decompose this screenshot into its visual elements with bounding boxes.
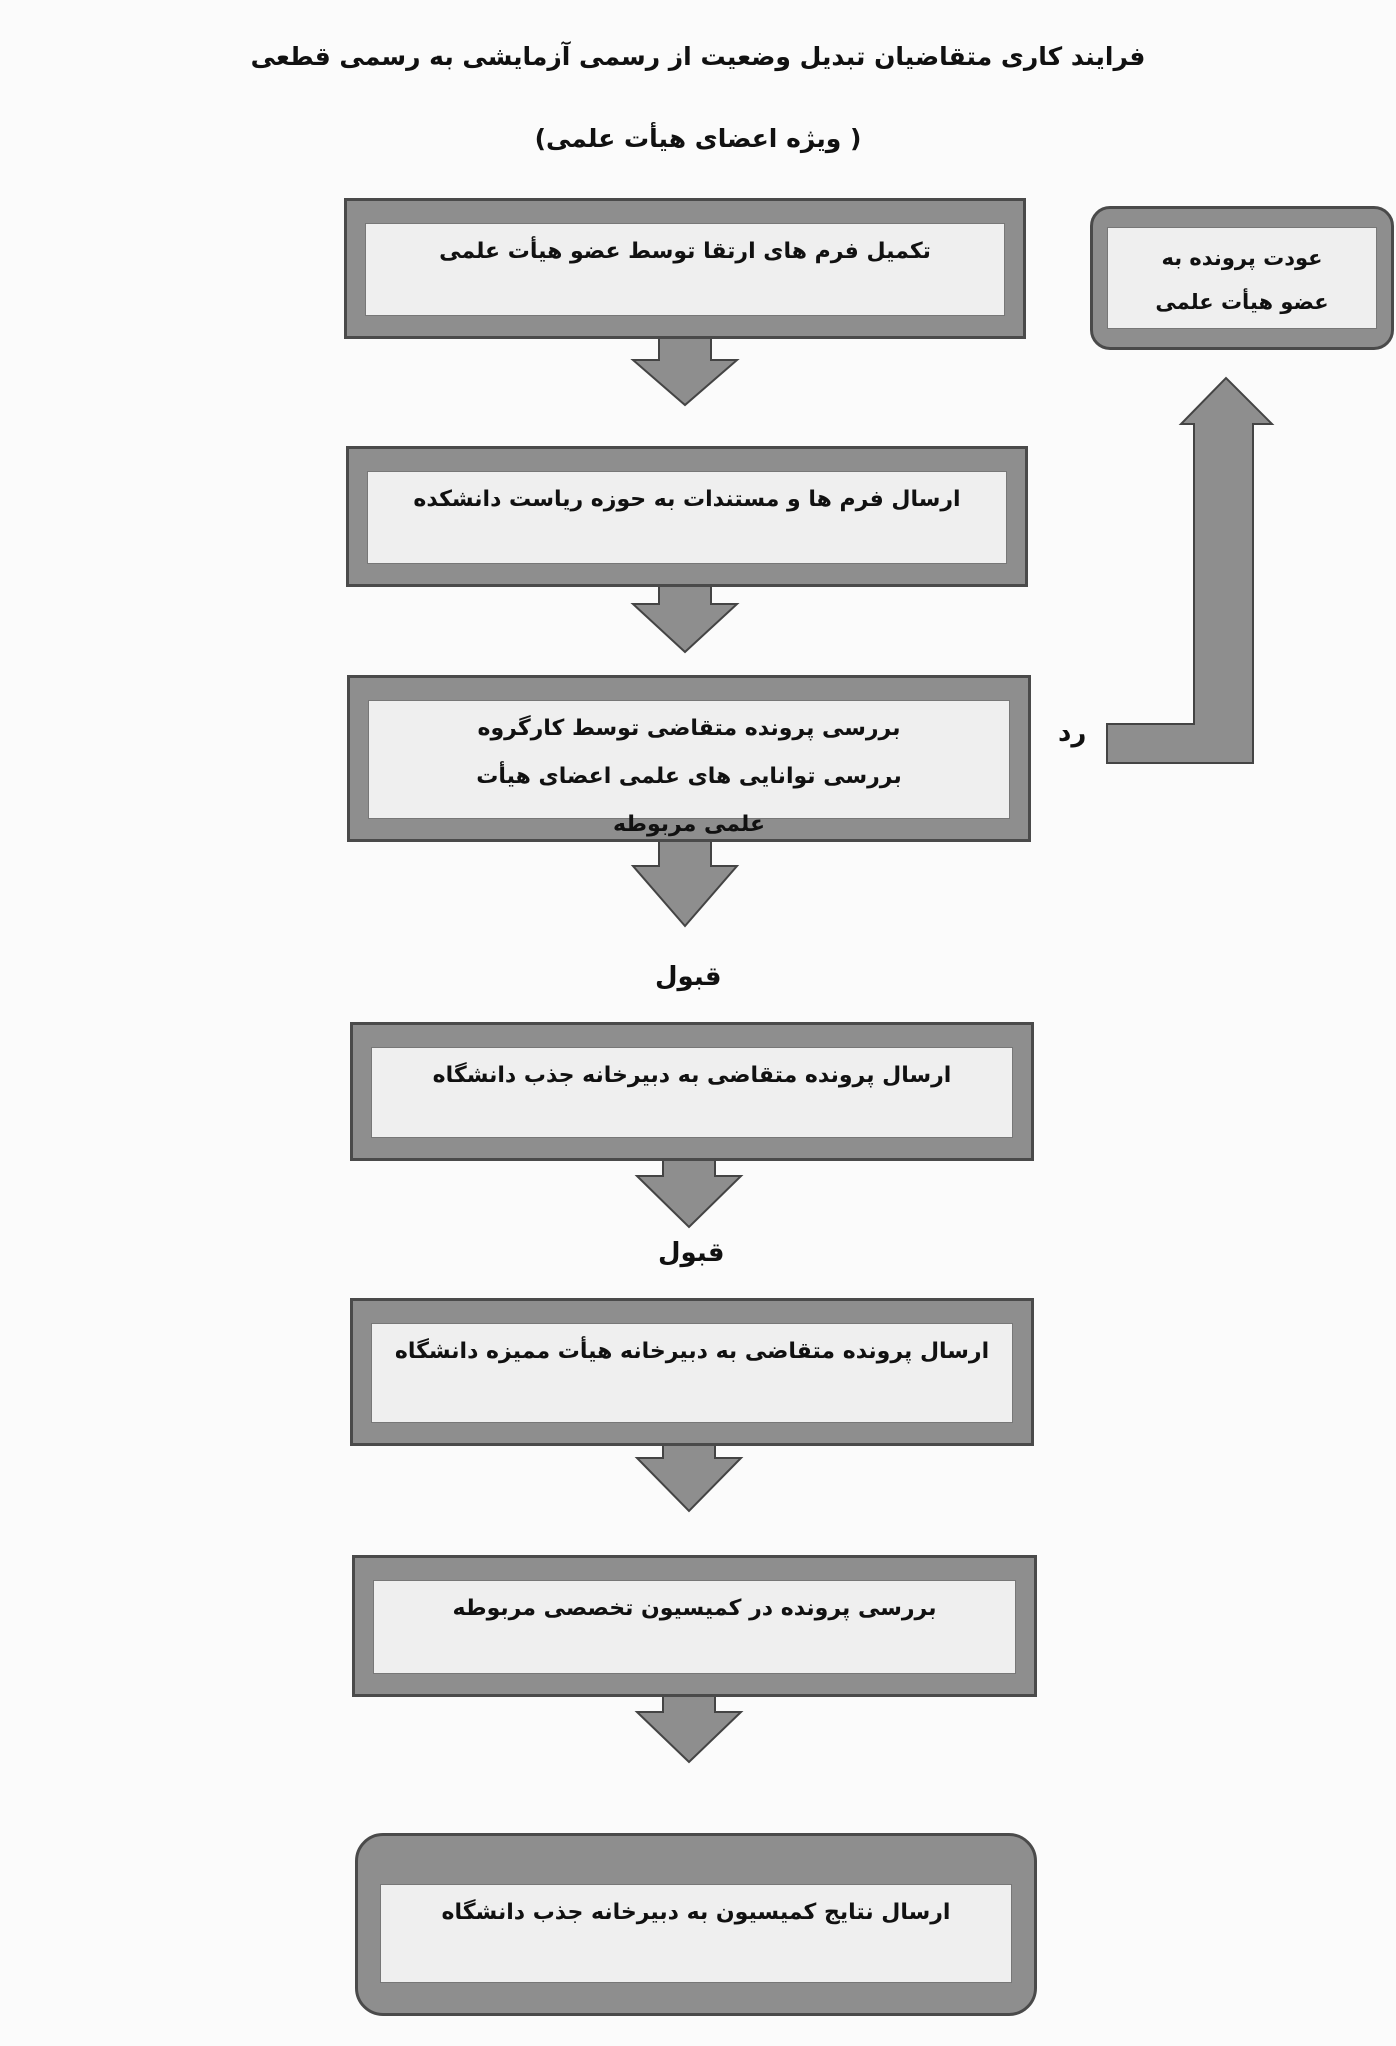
reject-box-text: عودت پرونده به عضو هیأت علمی — [1107, 227, 1377, 329]
step-box-6: بررسی پرونده در کمیسیون تخصصی مربوطه — [352, 1555, 1037, 1697]
step-box-4: ارسال پرونده متقاضی به دبیرخانه جذب دانش… — [350, 1022, 1034, 1161]
step-text-final: ارسال نتایج کمیسیون به دبیرخانه جذب دانش… — [380, 1884, 1012, 1983]
step-box-final: ارسال نتایج کمیسیون به دبیرخانه جذب دانش… — [355, 1833, 1037, 2016]
down-arrow-2 — [630, 583, 740, 654]
diagram-title: فرایند کاری متقاضیان تبدیل وضعیت از رسمی… — [250, 42, 1146, 71]
step-text-3: بررسی پرونده متقاضی توسط کارگروه بررسی ت… — [368, 700, 1010, 837]
down-arrow-6 — [634, 1693, 744, 1764]
down-arrow-3 — [630, 838, 740, 928]
accept-label-2: قبول — [658, 1238, 725, 1268]
step-text-1: تکمیل فرم های ارتقا توسط عضو هیأت علمی — [365, 223, 1005, 316]
accept-label-1: قبول — [655, 962, 722, 992]
reject-box: عودت پرونده به عضو هیأت علمی — [1090, 206, 1394, 350]
step-box-1: تکمیل فرم های ارتقا توسط عضو هیأت علمی — [344, 198, 1026, 339]
down-arrow-1 — [630, 335, 740, 407]
step-text-6: بررسی پرونده در کمیسیون تخصصی مربوطه — [373, 1580, 1016, 1674]
down-arrow-4 — [634, 1157, 744, 1229]
step-box-2: ارسال فرم ها و مستندات به حوزه ریاست دان… — [346, 446, 1028, 587]
step-text-2: ارسال فرم ها و مستندات به حوزه ریاست دان… — [367, 471, 1007, 564]
reject-up-arrow — [1106, 376, 1275, 764]
step-text-4: ارسال پرونده متقاضی به دبیرخانه جذب دانش… — [371, 1047, 1013, 1138]
down-arrow-5 — [634, 1442, 744, 1513]
reject-label: رد — [1058, 718, 1087, 748]
diagram-subtitle: ( ویژه اعضای هیأت علمی) — [534, 124, 862, 153]
step-box-3: بررسی پرونده متقاضی توسط کارگروه بررسی ت… — [347, 675, 1031, 842]
step-text-5: ارسال پرونده متقاضی به دبیرخانه هیأت ممی… — [371, 1323, 1013, 1423]
step-box-5: ارسال پرونده متقاضی به دبیرخانه هیأت ممی… — [350, 1298, 1034, 1446]
